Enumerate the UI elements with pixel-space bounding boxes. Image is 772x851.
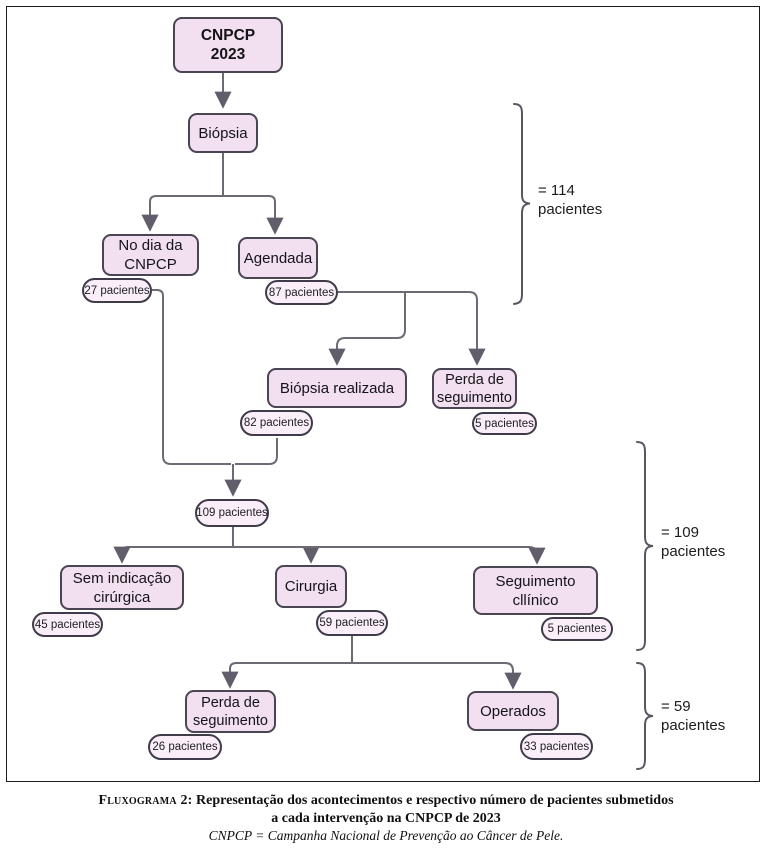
node-cnpcp-2023: CNPCP 2023 [173, 17, 283, 73]
node-agendada: Agendada [238, 237, 318, 279]
node-biopsia-realizada: Biópsia realizada [267, 368, 407, 408]
node-perda-de-seguimento-2: Perda de seguimento [185, 690, 276, 733]
pill-45-pacientes: 45 pacientes [32, 612, 103, 637]
node-sem-indicacao-cirurgica: Sem indicação cirúrgica [60, 565, 184, 610]
pill-33-pacientes: 33 pacientes [520, 733, 593, 760]
node-perda-de-seguimento-1: Perda de seguimento [432, 368, 517, 409]
node-cirurgia: Cirurgia [275, 565, 347, 608]
pill-27-pacientes: 27 pacientes [82, 278, 152, 303]
figure-caption: Fluxograma 2: Representação dos aconteci… [0, 792, 772, 845]
node-no-dia-da-cnpcp: No dia da CNPCP [102, 234, 199, 276]
brace-label-59-pacientes: = 59 pacientes [661, 698, 726, 734]
brace-label-109-pacientes: = 109 pacientes [661, 524, 726, 560]
caption-line-1: Fluxograma 2: Representação dos aconteci… [0, 792, 772, 810]
node-operados: Operados [467, 691, 559, 731]
pill-59-pacientes: 59 pacientes [316, 610, 388, 636]
node-biopsia: Biópsia [188, 113, 258, 153]
pill-5-pacientes-b: 5 pacientes [541, 617, 613, 641]
pill-87-pacientes: 87 pacientes [265, 280, 338, 305]
pill-82-pacientes: 82 pacientes [240, 410, 313, 436]
caption-line-2: a cada intervenção na CNPCP de 2023 [271, 810, 501, 826]
pill-109-pacientes: 109 pacientes [195, 499, 269, 527]
caption-line-3: CNPCP = Campanha Nacional de Prevenção a… [208, 828, 564, 843]
brace-label-114-pacientes: = 114 pacientes [538, 182, 603, 218]
node-seguimento-clinico: Seguimento cllínico [473, 566, 598, 615]
pill-26-pacientes: 26 pacientes [148, 734, 222, 760]
caption-figure-label: Fluxograma 2: [98, 793, 193, 808]
pill-5-pacientes-a: 5 pacientes [472, 412, 537, 435]
caption-line-1-text: Representação dos acontecimentos e respe… [192, 793, 674, 808]
